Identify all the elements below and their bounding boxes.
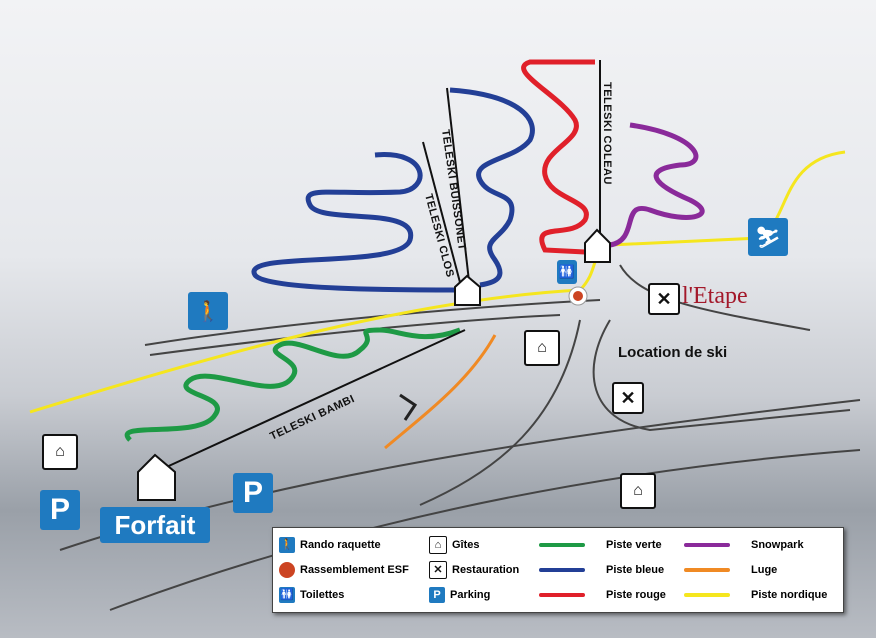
hut-icon — [454, 274, 481, 306]
restaurant-icon: ✕ — [429, 560, 447, 579]
lift-stations — [137, 228, 611, 501]
legend-item-rouge: Piste rouge — [539, 582, 684, 607]
legend-item-esf: Rassemblement ESF — [279, 557, 429, 582]
legend-item-snowpark: Snowpark — [684, 532, 844, 557]
lift-lines — [159, 60, 601, 471]
restaurant-icon[interactable]: ✕ — [612, 382, 644, 414]
purple-swatch — [684, 542, 730, 547]
esf-icon — [279, 561, 295, 578]
piste-nordique[interactable] — [29, 150, 846, 414]
yellow-swatch — [684, 592, 730, 597]
legend-item-rando: 🚶Rando raquette — [279, 536, 381, 553]
legend-item-nordique: Piste nordique — [684, 582, 844, 607]
red-swatch — [539, 592, 585, 597]
lift-label-coleau: TELESKI COLEAU — [601, 82, 613, 185]
blue-swatch — [539, 567, 585, 572]
parking-icon: P — [429, 586, 445, 603]
green-swatch — [539, 542, 585, 547]
legend-item-verte: Piste verte — [539, 532, 684, 557]
etape-label[interactable]: l'Etape — [682, 283, 748, 309]
legend-item-bleue: Piste bleue — [539, 557, 684, 582]
hut-icon — [137, 453, 176, 501]
legend-item-toilettes: 🚻Toilettes — [279, 586, 345, 603]
sledge-icon — [399, 393, 418, 421]
gites-icon[interactable]: ⌂ — [620, 473, 656, 509]
location-ski-label[interactable]: Location de ski — [618, 344, 728, 361]
piste-verte[interactable] — [124, 327, 461, 442]
toilets-icon[interactable]: 🚻 — [557, 260, 577, 284]
parking-icon[interactable]: P — [233, 473, 273, 513]
snowshoe-icon: 🚶 — [279, 536, 295, 553]
legend-item-gites: ⌂Gîtes — [429, 532, 539, 557]
piste-rouge[interactable] — [521, 59, 595, 255]
gites-icon[interactable]: ⌂ — [524, 330, 560, 366]
gites-icon: ⌂ — [429, 535, 447, 554]
nordic-ski-icon[interactable]: ⛷ — [748, 218, 788, 256]
restaurant-icon[interactable]: ✕ — [648, 283, 680, 315]
hut-icon — [584, 228, 611, 263]
legend-item-restauration: ✕Restauration — [429, 557, 539, 582]
legend: 🚶Rando raquette ⌂Gîtes Piste verte Snowp… — [272, 527, 844, 613]
orange-swatch — [684, 567, 730, 572]
piste-luge[interactable] — [384, 334, 497, 450]
toilets-icon: 🚻 — [279, 586, 295, 603]
piste-bleue-1[interactable] — [251, 152, 461, 293]
piste-bleue-2[interactable] — [449, 87, 535, 288]
snowshoe-icon[interactable]: 🚶 — [188, 292, 228, 330]
legend-item-luge: Luge — [684, 557, 844, 582]
parking-icon[interactable]: P — [40, 490, 80, 530]
snowpark[interactable] — [609, 122, 705, 248]
gites-icon[interactable]: ⌂ — [42, 434, 78, 470]
forfait-label[interactable]: Forfait — [100, 507, 210, 543]
